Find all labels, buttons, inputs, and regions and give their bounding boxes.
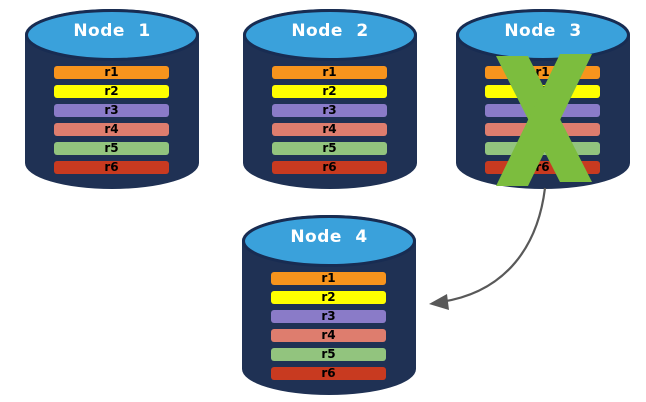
replica-row-r2: r2 [272,85,387,98]
replica-row-r2: r2 [271,291,386,304]
x-mark-icon [496,54,592,186]
node-3: Node 3 r1 r2 r3 r4 r5 r6 [455,8,631,190]
replica-row-r2: r2 [54,85,169,98]
replica-row-r6: r6 [272,161,387,174]
replica-row-r3: r3 [54,104,169,117]
curved-arrow-icon [429,187,547,310]
replica-row-r6: r6 [54,161,169,174]
node-4: Node 4 r1 r2 r3 r4 r5 r6 [241,214,417,396]
replica-row-r3: r3 [272,104,387,117]
replica-row-r6: r6 [271,367,386,380]
node-title: Node 4 [290,227,368,247]
replica-rows: r1 r2 r3 r4 r5 r6 [271,272,386,386]
node-title: Node 3 [504,21,582,41]
replica-row-r5: r5 [272,142,387,155]
replica-row-r4: r4 [271,329,386,342]
replica-row-r1: r1 [271,272,386,285]
node-1: Node 1 r1 r2 r3 r4 r5 r6 [24,8,200,190]
replica-row-r4: r4 [54,123,169,136]
replica-row-r1: r1 [272,66,387,79]
replica-row-r1: r1 [54,66,169,79]
replica-row-r4: r4 [272,123,387,136]
node-2: Node 2 r1 r2 r3 r4 r5 r6 [242,8,418,190]
node-title: Node 1 [73,21,151,41]
node-title: Node 2 [291,21,369,41]
replica-row-r3: r3 [271,310,386,323]
replica-rows: r1 r2 r3 r4 r5 r6 [272,66,387,180]
replica-rows: r1 r2 r3 r4 r5 r6 [54,66,169,180]
replica-row-r5: r5 [271,348,386,361]
replica-row-r5: r5 [54,142,169,155]
